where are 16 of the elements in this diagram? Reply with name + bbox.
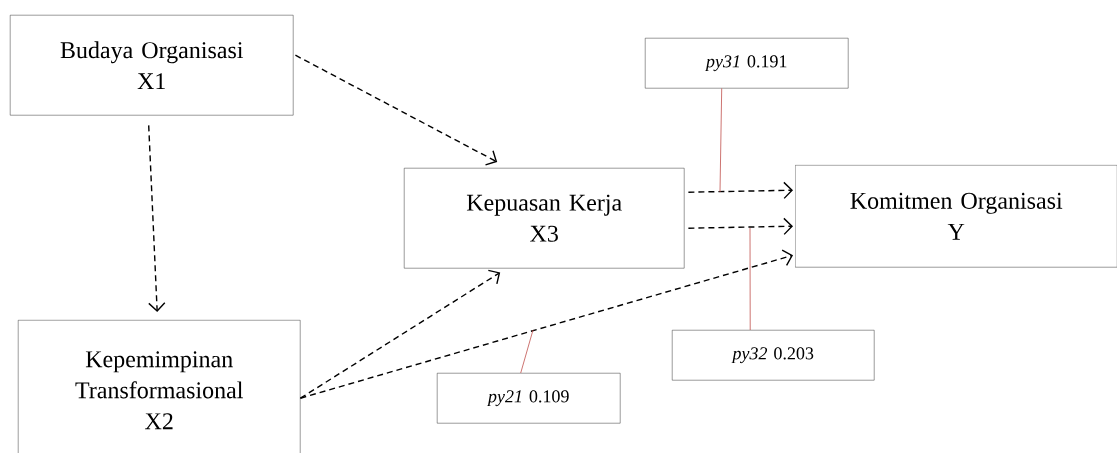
coefficient-box: py21 0.109 [437,373,621,424]
concept-box: Kepuasan Kerja X3 [404,168,685,269]
concept-box: Kepemimpinan Transformasional X2 [18,320,301,453]
coefficient-box: py31 0.191 [645,38,849,89]
coefficient-box: py32 0.203 [672,330,875,381]
arrow [148,124,166,312]
arrow [299,249,793,399]
arrow [687,217,793,236]
concept-box: Komitmen Organisasi Y [795,165,1117,268]
arrow [294,54,498,166]
concept-box: Budaya Organisasi X1 [10,15,294,116]
leader-line [520,329,534,374]
arrow [687,181,793,200]
arrow [299,269,501,399]
leader-line [749,227,751,331]
leader-line [719,88,723,193]
